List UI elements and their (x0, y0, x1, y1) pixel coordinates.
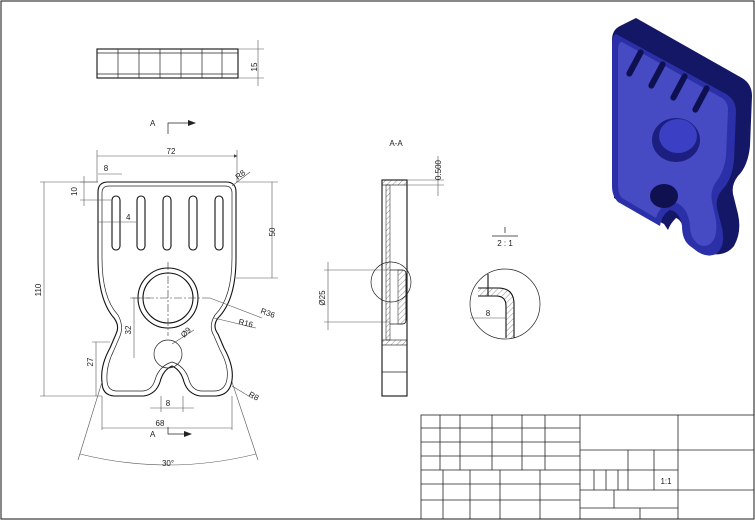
dim-wall: 0.500 (434, 159, 443, 180)
dim-slot-width: 4 (126, 213, 131, 222)
slot-1 (111, 195, 121, 251)
dim-thickness: 15 (250, 62, 259, 71)
dim-angle: 30° (162, 459, 174, 468)
dim-height: 110 (34, 283, 43, 296)
section-arrow-top: A (150, 119, 196, 134)
section-arrow-bottom: A (150, 427, 192, 439)
top-view: 15 (96, 40, 264, 86)
dim-boss-dia: Ø25 (318, 290, 327, 306)
detail-scale: 2 : 1 (497, 239, 513, 248)
dim-detail: 8 (486, 309, 491, 318)
dim-radius-bottom: R8 (247, 390, 261, 403)
detail-view: I 2 : 1 8 (469, 226, 541, 340)
section-view: A-A 0.500 Ø25 (318, 139, 444, 397)
dim-top-offset: 10 (70, 187, 79, 196)
dim-hole-height: 32 (124, 325, 133, 334)
dim-bottom-width: 68 (156, 419, 165, 428)
dim-notch-width: 8 (166, 399, 171, 408)
iso-model (612, 18, 752, 256)
svg-text:A: A (150, 119, 156, 128)
detail-id: I (504, 226, 506, 235)
slot-4 (188, 195, 198, 251)
dim-width: 72 (167, 147, 176, 156)
sheet-scale: 1:1 (660, 477, 672, 486)
slot-3 (162, 195, 172, 251)
dim-radius-top: R8 (234, 168, 248, 182)
svg-text:A: A (150, 430, 156, 439)
dim-notch-height: 27 (86, 357, 95, 366)
detail-circle (370, 261, 412, 303)
dim-hole-dia: Ø9 (179, 325, 193, 339)
dim-radius-16: R16 (238, 317, 255, 329)
dim-slot-length: 50 (268, 227, 277, 236)
notch-hole (153, 339, 183, 369)
slot-2 (136, 195, 146, 251)
front-view: 72 8 R8 10 4 50 110 32 Ø9 R36 (34, 147, 278, 468)
dim-slot-pitch: 8 (104, 164, 109, 173)
slot-5 (214, 195, 224, 251)
section-title: A-A (389, 139, 403, 148)
title-block: 1:1 (420, 414, 755, 520)
